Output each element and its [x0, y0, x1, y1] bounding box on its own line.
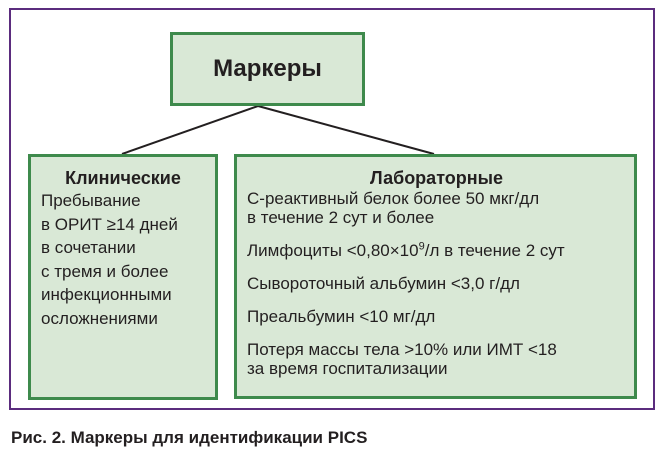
lab-item-line: Сывороточный альбумин <3,0 г/дл: [247, 274, 520, 293]
clinical-line: в ОРИТ ≥14 дней: [41, 214, 178, 234]
lab-item-superscript: 9: [418, 240, 425, 253]
lab-item-prealbumin: Преальбумин <10 мг/дл: [247, 307, 626, 326]
clinical-line: инфекционными: [41, 285, 172, 304]
lab-item-line: в течение 2 сут и более: [247, 208, 435, 227]
lab-item-line: за время госпитализации: [247, 359, 448, 378]
lab-item-weight-loss: Потеря массы тела >10% или ИМТ <18 за вр…: [247, 340, 626, 378]
lab-item-line: С-реактивный белок более 50 мкг/дл: [247, 189, 540, 208]
clinical-line: с тремя и более: [41, 261, 169, 281]
clinical-node-box: Клинические Пребывание в ОРИТ ≥14 дней в…: [28, 154, 218, 400]
clinical-node-title: Клинические: [65, 168, 181, 188]
clinical-line: Пребывание: [41, 191, 141, 210]
connector-root-clinical: [121, 105, 259, 155]
clinical-node-text: Пребывание в ОРИТ ≥14 дней в сочетании с…: [41, 189, 205, 330]
laboratory-node-box: Лабораторные С-реактивный белок более 50…: [234, 154, 637, 399]
lab-item-line: Преальбумин <10 мг/дл: [247, 307, 436, 326]
lab-item-albumin: Сывороточный альбумин <3,0 г/дл: [247, 274, 626, 293]
figure-caption: Рис. 2. Маркеры для идентификации PICS: [11, 428, 368, 447]
lab-item-line: Потеря массы тела >10% или ИМТ <18: [247, 340, 557, 359]
root-node-label: Маркеры: [213, 55, 322, 82]
clinical-line: в сочетании: [41, 238, 136, 257]
lab-item-lymphocytes: Лимфоциты <0,80×109/л в течение 2 сут: [247, 241, 626, 260]
connector-root-laboratory: [257, 105, 435, 155]
lab-item-crp: С-реактивный белок более 50 мкг/дл в теч…: [247, 189, 626, 227]
figure-frame: [9, 8, 655, 410]
root-node-box: Маркеры: [170, 32, 365, 106]
laboratory-node-title: Лабораторные: [369, 168, 504, 188]
lab-item-text: /л в течение 2 сут: [424, 241, 565, 260]
lab-item-text: Лимфоциты <0,80×10: [247, 241, 419, 260]
clinical-line: осложнениями: [41, 308, 158, 328]
